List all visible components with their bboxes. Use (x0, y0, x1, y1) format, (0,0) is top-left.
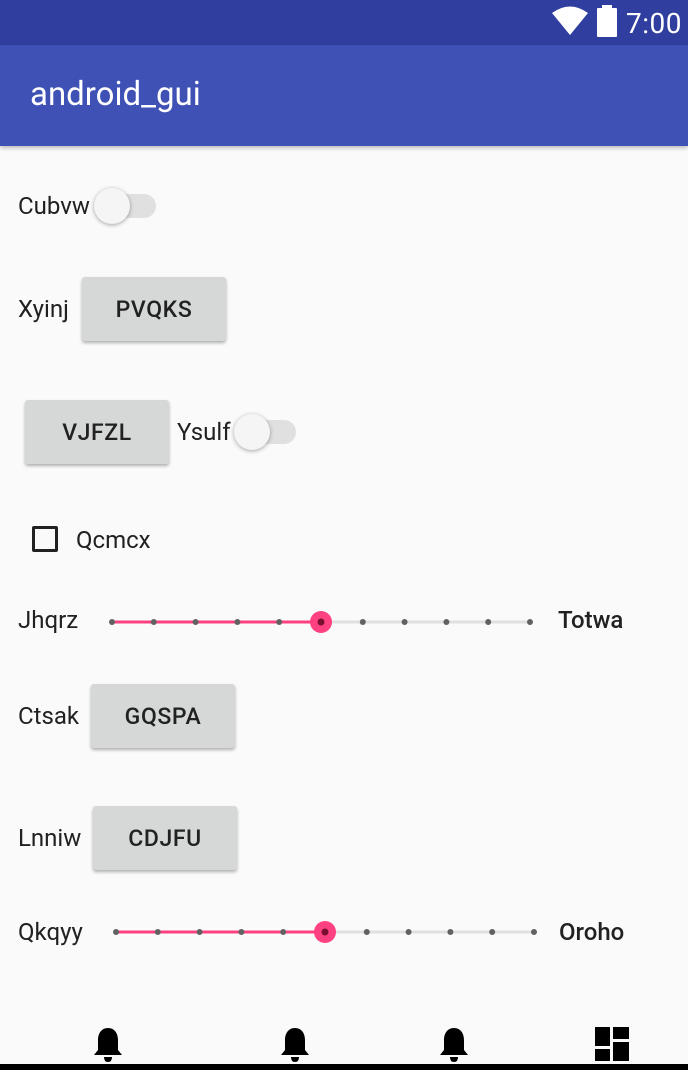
seekbar-tick (280, 929, 287, 935)
seekbar-left-label: Jhqrz (18, 606, 79, 634)
row-button-xyinj: Xyinj PVQKS (0, 277, 688, 343)
status-time: 7:00 (626, 6, 682, 40)
seekbar-tick (238, 929, 245, 935)
gqspa-button[interactable]: GQSPA (91, 684, 235, 748)
row-button-ctsak: Ctsak GQSPA (0, 684, 688, 750)
row-switch-cubvw: Cubvw (0, 186, 688, 226)
ysulf-switch[interactable] (234, 412, 298, 452)
switch-thumb (94, 188, 130, 224)
seekbar-tick (113, 929, 119, 935)
system-nav-edge (0, 1064, 688, 1070)
nav-item-1[interactable] (88, 1022, 128, 1066)
button-row-label: Ctsak (18, 702, 80, 730)
app-title: android_gui (30, 75, 201, 114)
seekbar-tick (192, 619, 199, 625)
seekbar-right-label: Oroho (559, 918, 625, 946)
seekbar-thumb-center (317, 618, 325, 626)
seekbar-tick (276, 619, 283, 625)
bell-icon (440, 1028, 468, 1062)
seekbar-tick (405, 929, 412, 935)
seekbar-tick (485, 619, 492, 625)
bell-icon (281, 1028, 309, 1062)
nav-item-2[interactable] (275, 1022, 315, 1066)
cdjfu-button[interactable]: CDJFU (93, 806, 237, 870)
status-icons: 7:00 (552, 4, 682, 42)
seekbar-tick (447, 929, 454, 935)
qcmcx-checkbox[interactable] (32, 526, 58, 552)
seekbar-tick (196, 929, 203, 935)
pvqks-button[interactable]: PVQKS (82, 277, 226, 341)
seekbar-right-label: Totwa (558, 606, 624, 634)
seekbar-thumb-center (321, 928, 329, 936)
switch-label: Cubvw (18, 192, 90, 220)
seekbar-tick (109, 619, 115, 625)
dashboard-icon (595, 1027, 629, 1061)
vjfzl-button[interactable]: VJFZL (25, 400, 169, 464)
seekbar-tick (527, 619, 533, 625)
button-row-label: Lnniw (18, 824, 82, 852)
bottom-navigation (0, 1006, 688, 1070)
switch-label: Ysulf (177, 418, 231, 446)
switch-thumb (234, 414, 270, 450)
row-button-vjfzl: VJFZL Ysulf (0, 400, 688, 466)
status-bar: 7:00 (0, 0, 688, 45)
seekbar-tick (443, 619, 450, 625)
row-button-lnniw: Lnniw CDJFU (0, 806, 688, 872)
battery-icon (596, 5, 618, 41)
row-seekbar-qkqyy: Qkqyy Oroho (0, 912, 688, 952)
button-row-label: Xyinj (18, 295, 69, 323)
content-area: Cubvw Xyinj PVQKS VJFZL Ysulf Qcmcx Jhqr… (0, 146, 688, 1006)
jhqrz-seekbar[interactable] (98, 604, 544, 640)
app-bar: android_gui (0, 45, 688, 146)
seekbar-tick (150, 619, 157, 625)
cubvw-switch[interactable] (94, 186, 158, 226)
seekbar-tick (359, 619, 366, 625)
seekbar-tick (234, 619, 241, 625)
seekbar-left-label: Qkqyy (18, 918, 83, 946)
seekbar-tick (401, 619, 408, 625)
qkqyy-seekbar[interactable] (102, 914, 548, 950)
bell-icon (94, 1028, 122, 1062)
wifi-icon (552, 6, 588, 40)
seekbar-tick (154, 929, 161, 935)
nav-item-4[interactable] (592, 1022, 632, 1066)
checkbox-label: Qcmcx (76, 526, 151, 554)
nav-item-3[interactable] (434, 1022, 474, 1066)
seekbar-tick (531, 929, 537, 935)
row-seekbar-jhqrz: Jhqrz Totwa (0, 602, 688, 642)
row-checkbox-qcmcx: Qcmcx (0, 522, 688, 562)
seekbar-tick (489, 929, 496, 935)
seekbar-tick (363, 929, 370, 935)
